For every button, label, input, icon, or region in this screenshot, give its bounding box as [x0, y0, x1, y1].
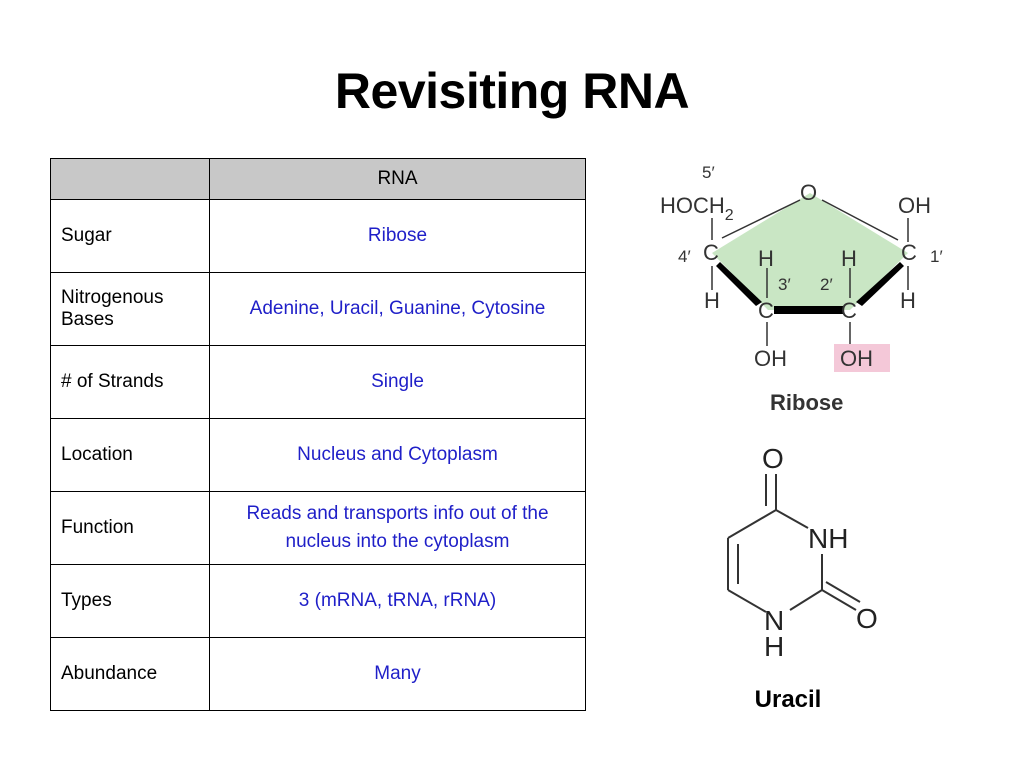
bond-c2-o	[821, 589, 857, 611]
c4-carbon-label: C	[703, 240, 719, 265]
table-row: Function Reads and transports info out o…	[50, 491, 586, 565]
ring-oxygen-label: O	[800, 180, 817, 205]
row-value-nitrogenous-bases: Adenine, Uracil, Guanine, Cytosine	[209, 272, 586, 346]
c2-carbon-label: C	[841, 298, 857, 323]
row-label-types: Types	[50, 564, 210, 638]
rna-comparison-table: RNA Sugar Ribose Nitrogenous Bases Adeni…	[50, 158, 586, 711]
c5-group-label: HOCH2	[660, 193, 734, 224]
ribose-structure: O 5′ HOCH2 OH 4′ C C 1′ H H 3′ 2′ H H C …	[650, 158, 950, 428]
c4-h-label: H	[704, 288, 720, 313]
uracil-bottom-n: N	[764, 605, 784, 636]
uracil-right-oxygen: O	[856, 603, 878, 634]
table-row: Sugar Ribose	[50, 199, 586, 273]
uracil-nh-label: NH	[808, 523, 848, 554]
ribose-caption: Ribose	[770, 390, 843, 415]
uracil-top-oxygen: O	[762, 443, 784, 474]
table-header-row: RNA	[50, 158, 586, 200]
row-label-nitrogenous-bases: Nitrogenous Bases	[50, 272, 210, 346]
row-label-sugar: Sugar	[50, 199, 210, 273]
bond-o-c1	[821, 199, 899, 241]
c3-carbon-label: C	[758, 298, 774, 323]
row-value-location: Nucleus and Cytoplasm	[209, 418, 586, 492]
oh-highlight	[834, 344, 890, 372]
bond-c3-c2-bold	[774, 306, 844, 314]
bond-c4-c5	[727, 509, 777, 539]
row-value-strands: Single	[209, 345, 586, 419]
header-corner-cell	[50, 158, 210, 200]
table-row: Nitrogenous Bases Adenine, Uracil, Guani…	[50, 272, 586, 346]
c2-oh-label: OH	[840, 346, 873, 371]
row-label-abundance: Abundance	[50, 637, 210, 711]
row-label-function: Function	[50, 491, 210, 565]
row-value-function: Reads and transports info out of the nuc…	[209, 491, 586, 565]
c4-number-label: 4′	[678, 247, 691, 266]
bond-c1-c2-wedge	[856, 262, 904, 306]
bond-c6-n1	[727, 589, 767, 613]
row-value-types: 3 (mRNA, tRNA, rRNA)	[209, 564, 586, 638]
table-row: Types 3 (mRNA, tRNA, rRNA)	[50, 564, 586, 638]
c3-h-label: H	[758, 246, 774, 271]
row-value-abundance: Many	[209, 637, 586, 711]
c1-h-label: H	[900, 288, 916, 313]
row-label-location: Location	[50, 418, 210, 492]
bond-n1-c2	[789, 589, 823, 611]
c1-number-label: 1′	[930, 247, 943, 266]
ribose-ring-fill	[712, 193, 908, 310]
uracil-caption: Uracil	[754, 686, 822, 713]
uracil-diagram: O NH O N H	[727, 443, 878, 662]
uracil-structure: O NH O N H	[710, 438, 910, 668]
table-row: # of Strands Single	[50, 345, 586, 419]
row-value-sugar: Ribose	[209, 199, 586, 273]
uracil-bottom-h: H	[764, 631, 784, 662]
bond-c4-c3-wedge	[716, 262, 762, 306]
c1-carbon-label: C	[901, 240, 917, 265]
slide-title: Revisiting RNA	[334, 63, 690, 119]
table-row: Abundance Many	[50, 637, 586, 711]
c3-oh-label: OH	[754, 346, 787, 371]
ribose-diagram: O 5′ HOCH2 OH 4′ C C 1′ H H 3′ 2′ H H C …	[660, 163, 943, 415]
c1-oh-label: OH	[898, 193, 931, 218]
bond-c2-o-double	[825, 581, 861, 603]
c2-number-label: 2′	[820, 275, 833, 294]
row-label-strands: # of Strands	[50, 345, 210, 419]
c3-number-label: 3′	[778, 275, 791, 294]
c5-label: 5′	[702, 163, 715, 182]
bond-c4-o	[721, 199, 801, 239]
table-row: Location Nucleus and Cytoplasm	[50, 418, 586, 492]
c2-h-label: H	[841, 246, 857, 271]
header-rna-cell: RNA	[209, 158, 586, 200]
bond-n3-c4	[775, 509, 809, 529]
